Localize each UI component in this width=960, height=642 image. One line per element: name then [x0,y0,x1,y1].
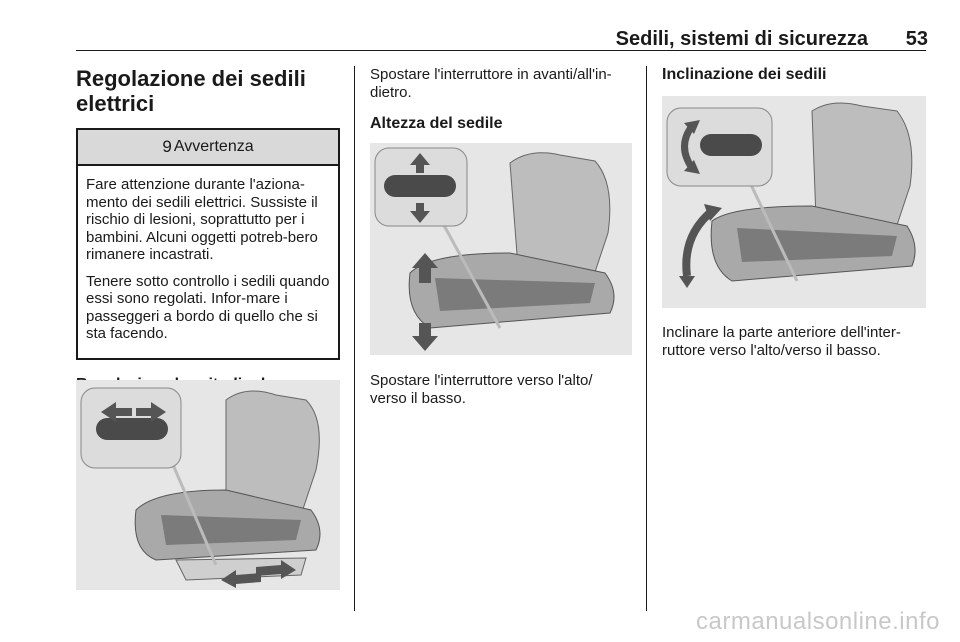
height-caption: Spostare l'interruttore verso l'alto/ ve… [370,372,593,407]
warning-box: 9 Avvertenza Fare attenzione durante l'a… [76,128,340,360]
middle-column: Spostare l'interruttore in avanti/all'in… [370,66,632,133]
right-caption-block: Inclinare la parte anteriore dell'inter-… [662,324,926,359]
longitudinal-seat-illustration [76,380,340,590]
warning-paragraph: Fare attenzione durante l'aziona-mento d… [86,176,318,263]
warning-icon: 9 [162,137,172,156]
column-divider-right [646,66,647,611]
warning-label: Avvertenza [173,138,254,155]
middle-caption-block: Spostare l'interruttore verso l'alto/ ve… [370,372,632,407]
left-column: Regolazione dei sedili elettrici 9 Avver… [76,66,340,394]
section-title: Regolazione dei sedili elettrici [76,66,306,116]
watermark: carmanualsonline.info [696,608,940,635]
running-header-title: Sedili, sistemi di sicurezza [615,28,868,50]
warning-header: 9 Avvertenza [78,130,338,166]
header-divider [76,50,926,51]
right-column: Inclinazione dei sedili [662,66,926,84]
seat-height-illustration [370,143,632,355]
tilt-heading: Inclinazione dei sedili [662,66,827,83]
column-divider-left [354,66,355,611]
page-number: 53 [905,28,928,50]
warning-paragraph: Tenere sotto controllo i sedili quando e… [86,272,330,343]
tilt-caption: Inclinare la parte anteriore dell'inter-… [662,324,901,359]
height-heading: Altezza del sedile [370,115,503,132]
intro-text: Spostare l'interruttore in avanti/all'in… [370,66,612,101]
seat-tilt-illustration [662,96,926,308]
